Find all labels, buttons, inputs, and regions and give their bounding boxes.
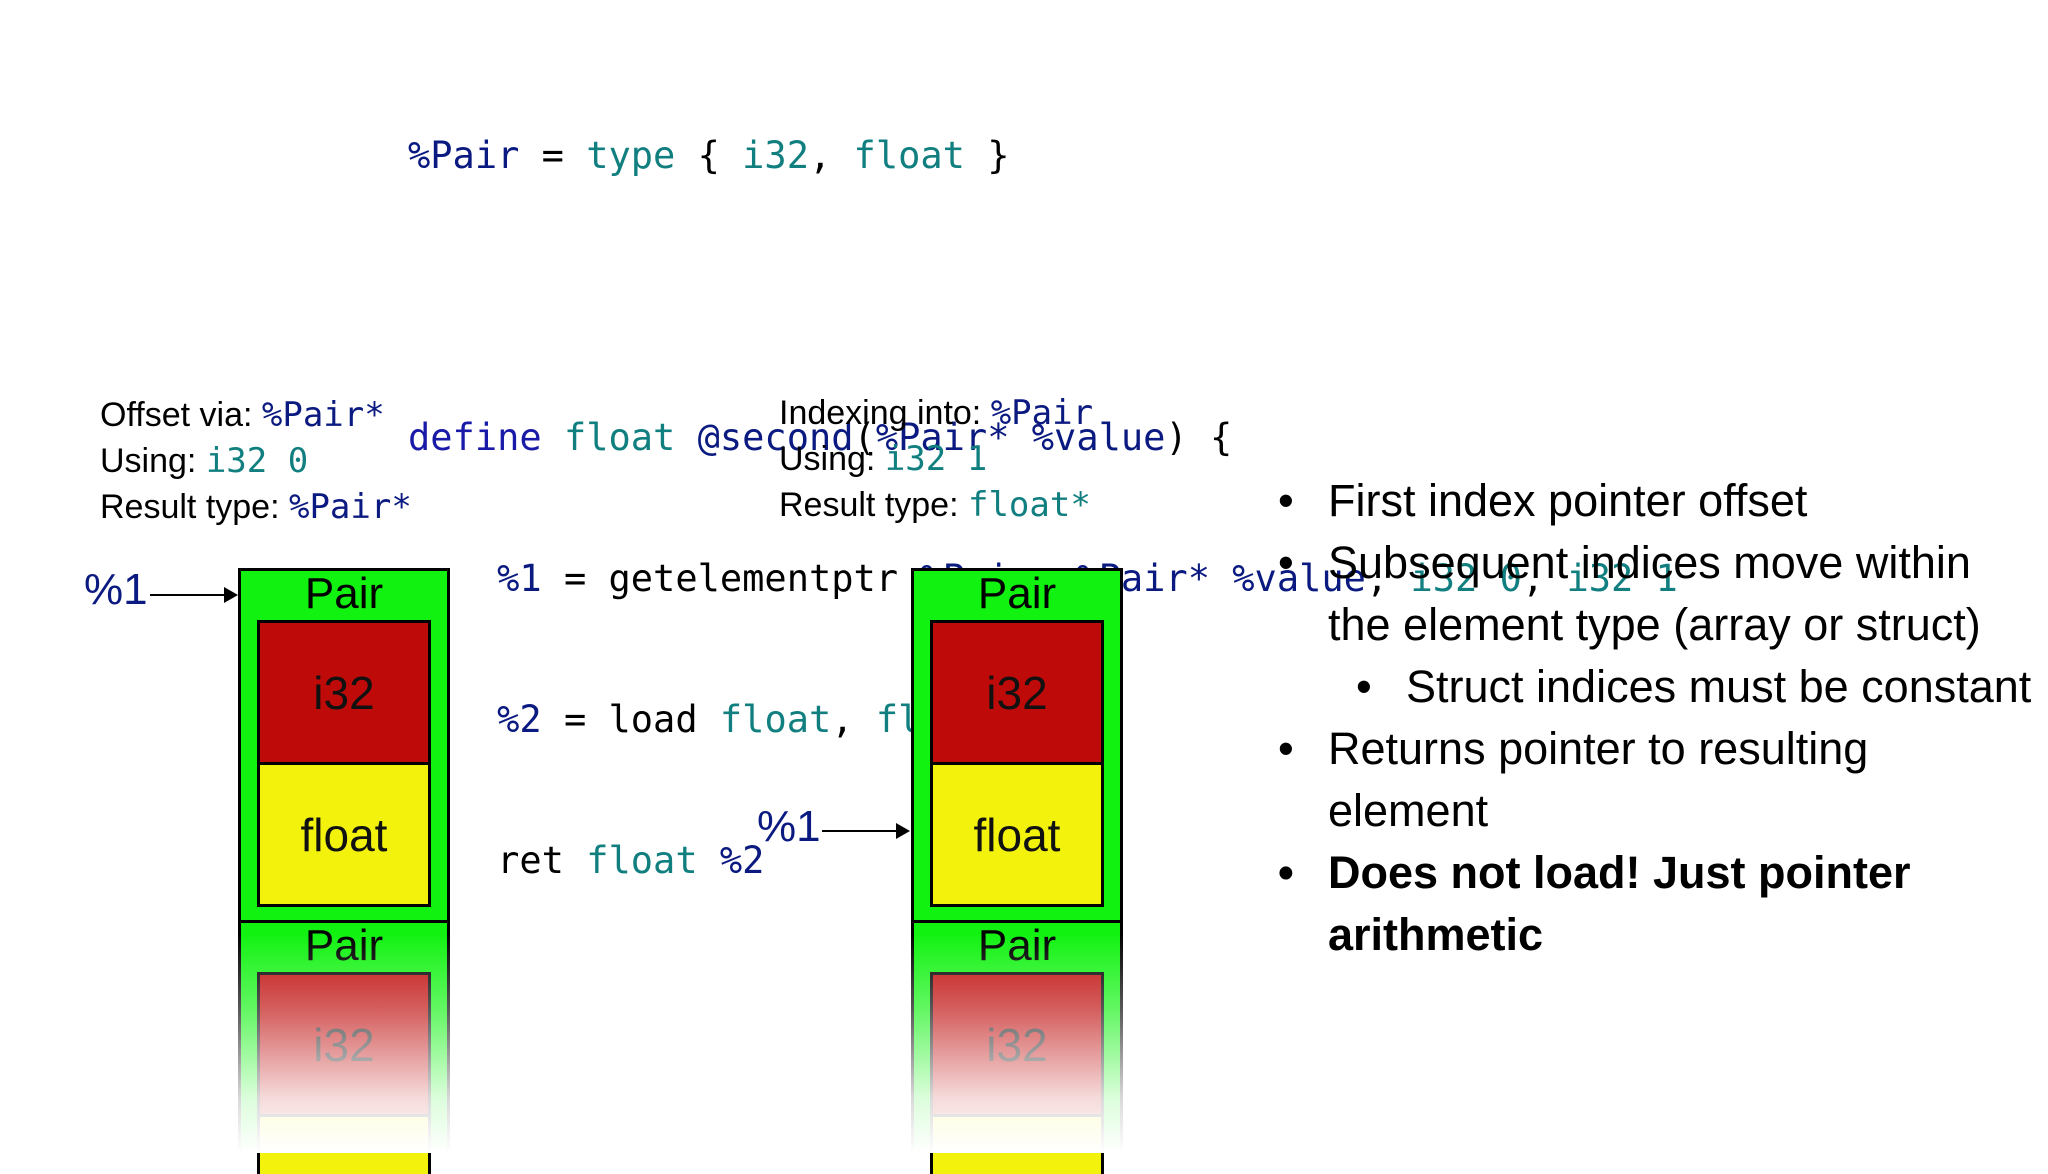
code-token: load xyxy=(608,698,720,741)
result-value: %Pair* xyxy=(288,487,412,527)
code-token: = xyxy=(519,134,587,177)
code-token: %2 xyxy=(497,698,542,741)
code-token: ) { xyxy=(1165,416,1233,459)
pair-struct: Pair i32 float xyxy=(911,568,1123,923)
sub-bullet-item: Struct indices must be constant xyxy=(1270,656,2040,718)
code-token: %1 xyxy=(497,557,542,600)
float-field: float xyxy=(930,762,1104,907)
using-row: Using: i32 1 xyxy=(779,436,1093,482)
indexing-value: %Pair xyxy=(990,393,1094,433)
pointer-arrow-icon xyxy=(822,823,910,839)
offset-value: %Pair* xyxy=(261,395,385,435)
code-token: getelementptr xyxy=(608,557,921,600)
offset-row: Offset via: %Pair* xyxy=(100,392,412,438)
fade-overlay xyxy=(234,933,456,1153)
bullet-item-emphasis: Does not load! Just pointer arithmetic xyxy=(1270,842,2040,966)
code-token: ret xyxy=(497,839,587,882)
float-label: float xyxy=(300,808,388,861)
code-token: i32 xyxy=(742,134,809,177)
code-token: float xyxy=(853,134,965,177)
code-token: } xyxy=(964,134,1010,177)
indexing-label: Indexing into: xyxy=(779,394,991,432)
code-line-type-decl: %Pair = type { i32, float } xyxy=(408,132,1678,179)
code-token: { xyxy=(675,134,743,177)
i32-field: i32 xyxy=(257,620,431,765)
pair-label: Pair xyxy=(304,569,384,618)
left-caption: Offset via: %Pair* Using: i32 0 Result t… xyxy=(100,392,412,530)
pointer-arrow-icon xyxy=(150,587,238,603)
code-token: ( xyxy=(853,416,876,459)
code-token: = xyxy=(541,698,609,741)
code-token: %Pair* xyxy=(875,416,1010,459)
float-field: float xyxy=(257,762,431,907)
i32-field: i32 xyxy=(930,620,1104,765)
code-token: float xyxy=(563,416,676,459)
fade-overlay xyxy=(907,933,1129,1153)
code-token: type xyxy=(586,134,676,177)
result-row: Result type: float* xyxy=(779,482,1093,528)
result-row: Result type: %Pair* xyxy=(100,484,412,530)
bullet-item: First index pointer offset xyxy=(1270,470,2040,532)
code-token: %Pair xyxy=(408,134,520,177)
code-token: %2 xyxy=(719,839,765,882)
using-label: Using: xyxy=(779,440,885,478)
bullet-item: Returns pointer to resulting element xyxy=(1270,718,2040,842)
pair-struct: Pair i32 float xyxy=(238,568,450,923)
using-label: Using: xyxy=(100,442,206,480)
code-token: %value xyxy=(1031,416,1166,459)
code-token: = xyxy=(541,557,609,600)
float-label: float xyxy=(973,808,1061,861)
using-value: i32 0 xyxy=(205,441,309,481)
result-label: Result type: xyxy=(100,488,289,526)
pointer-label: %1 xyxy=(757,802,821,851)
code-line-ret: ret float %2 xyxy=(408,837,1678,884)
code-token: float xyxy=(719,698,832,741)
bullet-item: Subsequent indices move within the eleme… xyxy=(1270,532,2040,656)
code-token: , xyxy=(831,698,876,741)
code-token: , xyxy=(808,134,854,177)
result-value: float* xyxy=(967,485,1091,525)
pointer-label: %1 xyxy=(84,565,148,614)
code-line-blank xyxy=(408,273,1678,320)
code-token: define xyxy=(408,416,542,459)
pair-label: Pair xyxy=(977,569,1057,618)
code-token: @second xyxy=(697,416,854,459)
indexing-row: Indexing into: %Pair xyxy=(779,390,1093,436)
offset-label: Offset via: xyxy=(100,396,262,434)
code-line-define: define float @second(%Pair* %value) { xyxy=(408,414,1678,461)
result-label: Result type: xyxy=(779,486,968,524)
using-row: Using: i32 0 xyxy=(100,438,412,484)
code-token: float xyxy=(586,839,698,882)
right-caption: Indexing into: %Pair Using: i32 1 Result… xyxy=(779,390,1093,528)
i32-label: i32 xyxy=(986,666,1048,719)
i32-label: i32 xyxy=(313,666,375,719)
bullet-list: First index pointer offset Subsequent in… xyxy=(1270,470,2040,966)
using-value: i32 1 xyxy=(884,439,988,479)
